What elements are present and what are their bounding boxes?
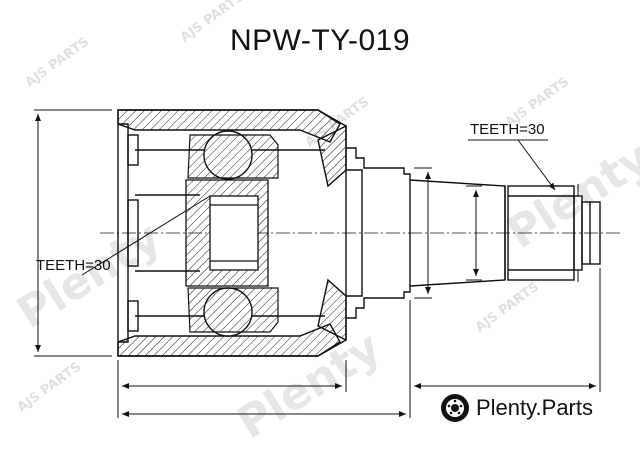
teeth-label-outer: TEETH=30: [470, 121, 545, 138]
brake-disc-icon: [441, 394, 469, 422]
brand-dot: .: [535, 395, 542, 420]
inner-race: [185, 179, 269, 287]
part-number-title: NPW-TY-019: [229, 24, 411, 57]
ball-cage: [187, 134, 279, 333]
dimension-lines: [34, 109, 601, 418]
brand-suffix: Parts: [541, 395, 593, 420]
output-stem: [346, 147, 601, 319]
teeth-label-inner: TEETH=30: [36, 257, 111, 274]
brand-name: Plenty: [476, 395, 536, 420]
brand-logo: Plenty.Parts: [440, 388, 640, 428]
outer-housing: [117, 109, 347, 357]
